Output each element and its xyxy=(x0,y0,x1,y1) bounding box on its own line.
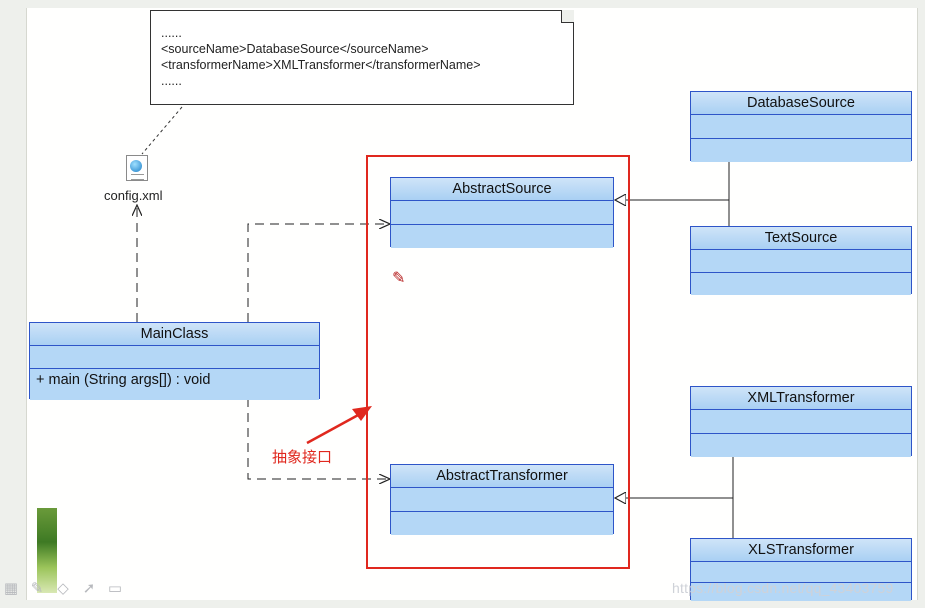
dependency-main-to-abstract-source xyxy=(247,224,390,322)
slides-icon[interactable]: ▦ xyxy=(3,580,19,597)
screen-icon[interactable]: ▭ xyxy=(107,580,123,597)
note-anchor-line xyxy=(141,106,183,155)
watermark-text: https://blog.csdn.net/qq_43403759 xyxy=(672,580,894,596)
class-databasesource[interactable]: DatabaseSource xyxy=(690,91,912,162)
eraser-icon[interactable]: ◇ xyxy=(57,580,69,597)
class-attributes xyxy=(391,201,613,225)
uml-note: ...... <sourceName>DatabaseSource</sourc… xyxy=(150,10,574,105)
class-abstracttransformer[interactable]: AbstractTransformer xyxy=(390,464,614,535)
class-xlstransformer[interactable]: XLSTransformer xyxy=(690,538,912,601)
slide-decoration xyxy=(37,508,57,593)
note-line: ...... xyxy=(161,26,182,40)
annotation-label: 抽象接口 xyxy=(272,448,333,466)
class-operations xyxy=(691,139,911,162)
class-mainclass[interactable]: MainClass + main (String args[]) : void xyxy=(29,322,320,400)
config-file-label: config.xml xyxy=(104,188,163,203)
class-name: DatabaseSource xyxy=(691,92,911,115)
dependency-main-to-abstract-transformer xyxy=(247,398,390,479)
class-abstractsource[interactable]: AbstractSource xyxy=(390,177,614,248)
presentation-toolbar: ▦ ✎ ◇ ➚ ▭ xyxy=(2,578,124,600)
class-operations xyxy=(691,434,911,457)
note-fold-corner xyxy=(561,10,574,23)
class-attributes xyxy=(691,250,911,273)
class-attributes xyxy=(691,115,911,139)
annotation-arrow-line xyxy=(306,412,361,445)
xml-file-icon xyxy=(126,155,148,181)
class-textsource[interactable]: TextSource xyxy=(690,226,912,295)
class-name: AbstractTransformer xyxy=(391,465,613,488)
class-name: TextSource xyxy=(691,227,911,250)
pointer-icon[interactable]: ➚ xyxy=(82,580,96,597)
class-name: XMLTransformer xyxy=(691,387,911,410)
class-operations xyxy=(691,273,911,295)
class-attributes xyxy=(691,410,911,434)
class-attributes xyxy=(30,346,319,369)
class-attributes xyxy=(391,488,613,512)
class-operations: + main (String args[]) : void xyxy=(30,369,319,400)
note-line: <sourceName>DatabaseSource</sourceName> xyxy=(161,42,429,56)
class-operations xyxy=(391,225,613,248)
class-operation: + main (String args[]) : void xyxy=(36,372,211,388)
class-operations xyxy=(691,583,911,601)
class-xmltransformer[interactable]: XMLTransformer xyxy=(690,386,912,457)
class-name: AbstractSource xyxy=(391,178,613,201)
pen-cursor-icon: ✎ xyxy=(392,270,406,287)
pen-icon[interactable]: ✎ xyxy=(30,580,44,597)
class-name: XLSTransformer xyxy=(691,539,911,562)
globe-icon xyxy=(130,160,142,172)
abstract-interfaces-highlight xyxy=(366,155,630,569)
class-name: MainClass xyxy=(30,323,319,346)
class-operations xyxy=(391,512,613,535)
note-line: ...... xyxy=(161,74,182,88)
class-attributes xyxy=(691,562,911,583)
note-line: <transformerName>XMLTransformer</transfo… xyxy=(161,58,481,72)
